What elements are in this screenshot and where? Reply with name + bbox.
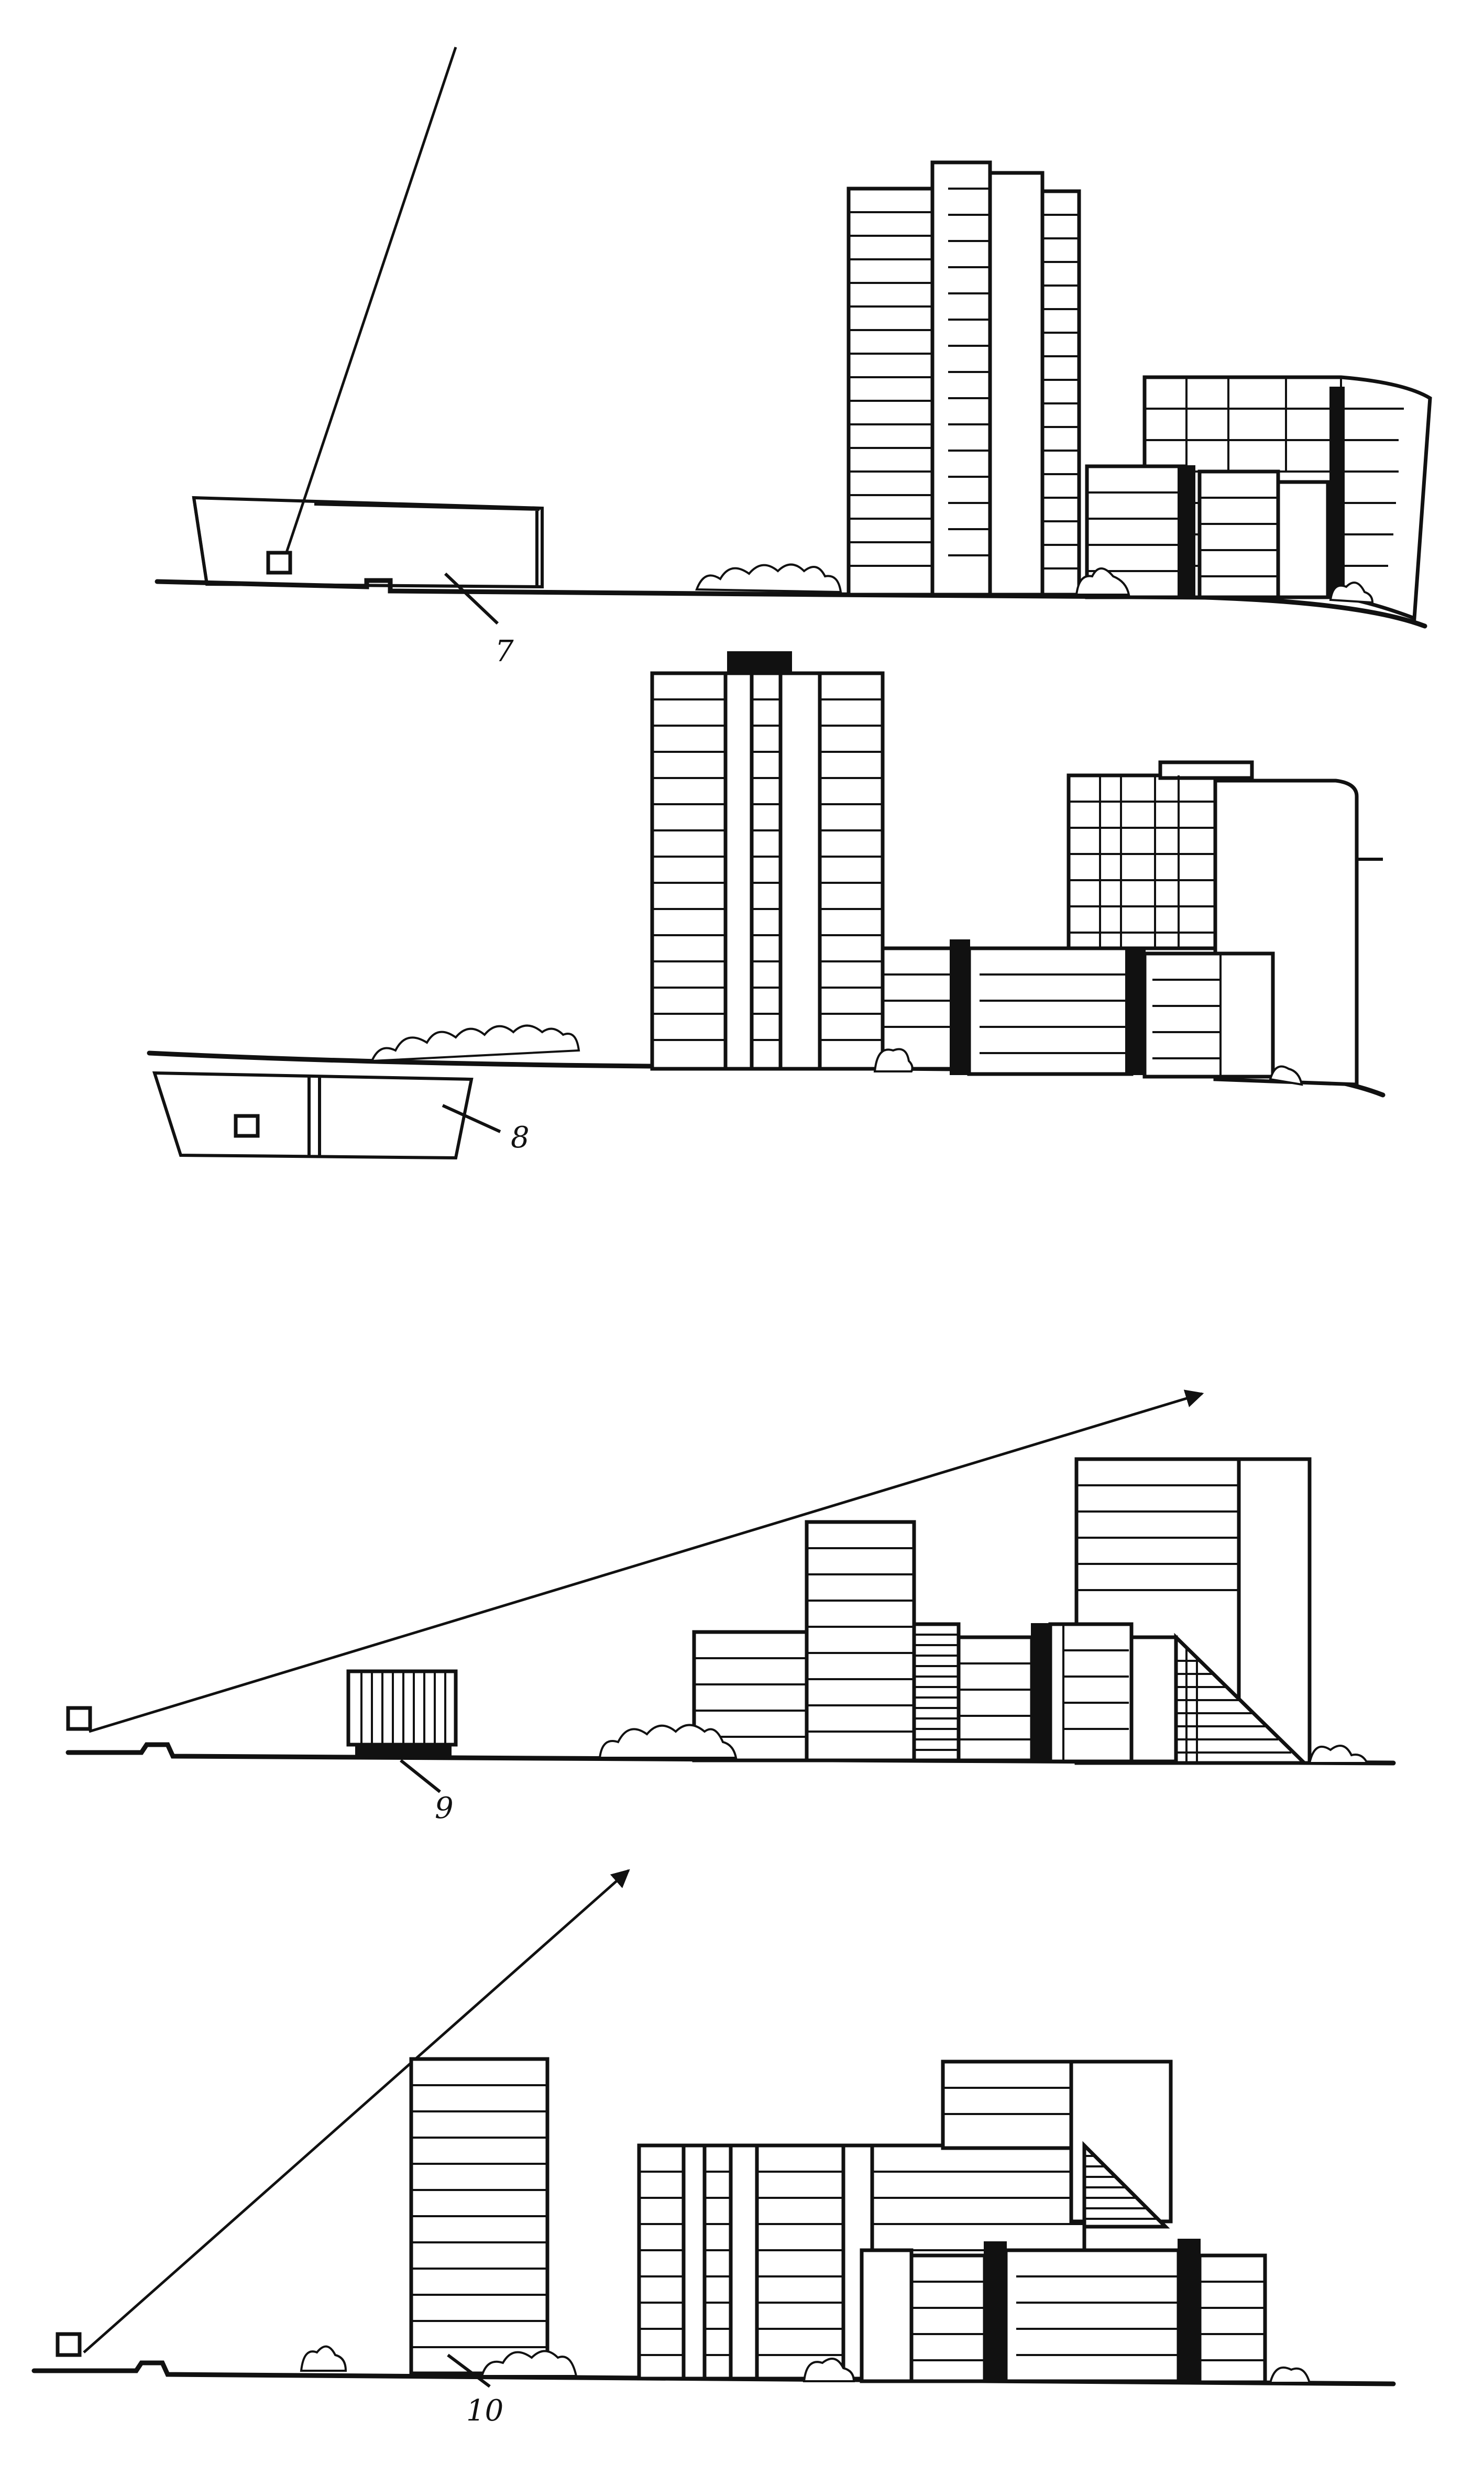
section-10-sight-arrow [83, 1869, 630, 2353]
section-8-label: 8 [511, 1121, 530, 1155]
section-7-label: 7 [495, 634, 514, 669]
section-9-shrub-right [1308, 1745, 1369, 1764]
section-9-panel: 9 [65, 1389, 1396, 1825]
section-9-label: 9 [435, 1791, 454, 1825]
section-7-shrub-small [1075, 567, 1130, 596]
section-8-viewer-marker [234, 1114, 260, 1138]
section-8-panel: 8 [147, 651, 1386, 1160]
section-7-label-leader [444, 572, 499, 625]
section-10-label: 10 [466, 2394, 503, 2428]
section-7-tower-left [847, 160, 1081, 597]
section-10-viewer-marker [56, 2332, 82, 2357]
section-10-ground-line [31, 2360, 1396, 2386]
section-8-shrubs [370, 1024, 580, 1063]
section-7-shrubs [695, 563, 842, 594]
section-9-label-leader [400, 1759, 441, 1793]
section-9-shrubs [598, 1724, 738, 1759]
section-7-panel: 7 [155, 47, 1432, 669]
section-8-shrub-small [873, 1048, 914, 1072]
section-7-curved-block [1085, 375, 1432, 621]
section-8-right-cluster [881, 760, 1383, 1087]
section-10-shrub-right [1269, 2367, 1311, 2384]
section-9-viewer-marker [66, 1706, 92, 1731]
section-7-ground-line [155, 578, 1427, 629]
section-8-shrub-right [1269, 1065, 1303, 1086]
section-10-shrub-left [300, 2345, 347, 2372]
section-9-pavilion [346, 1669, 458, 1759]
section-8-label-leader [442, 1104, 501, 1133]
section-10-shrubs [480, 2350, 578, 2377]
section-10-building-group [637, 2060, 1267, 2384]
section-10-panel: 10 [31, 1869, 1396, 2428]
section-9-building-group [692, 1457, 1312, 1765]
section-8-sunken-structure [152, 1071, 474, 1160]
section-8-tower [650, 651, 885, 1071]
section-7-viewer-marker [266, 551, 292, 575]
section-10-shrub-mid [803, 2358, 855, 2382]
section-7-low-pavilion [192, 496, 544, 589]
section-9-sight-arrow [89, 1389, 1204, 1733]
section-10-slab-tower [409, 2057, 549, 2375]
section-10-label-leader [447, 2353, 491, 2388]
section-7-sight-line [281, 47, 457, 564]
section-7-shrub-right [1329, 582, 1374, 604]
